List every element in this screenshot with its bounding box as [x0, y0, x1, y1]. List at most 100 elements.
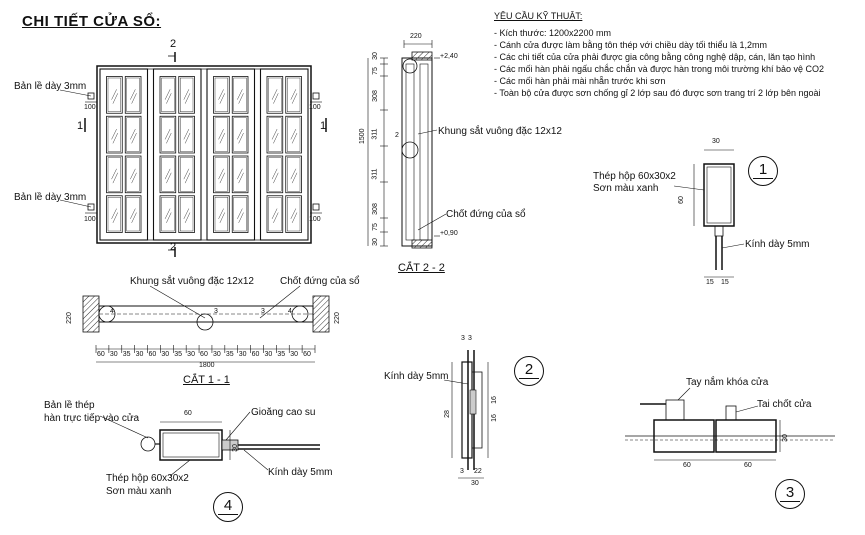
glass-reflection — [290, 208, 297, 219]
glass-pane-inner — [268, 77, 282, 112]
glass-pane — [266, 115, 284, 154]
wall-top — [411, 51, 433, 61]
dim-total-width: 1800 — [199, 362, 215, 369]
dim-label: 15 — [721, 279, 729, 286]
leader-line — [735, 405, 759, 413]
glass-reflection — [237, 128, 243, 140]
dim-label: 30 — [264, 351, 273, 358]
glass-reflection — [290, 89, 297, 100]
latch-plate — [725, 405, 737, 421]
glass-reflection — [112, 172, 118, 184]
glass-pane-inner — [287, 197, 301, 232]
detail-number: 4 — [223, 497, 233, 514]
leader-line — [677, 387, 691, 401]
glass-pane-inner — [287, 157, 301, 192]
detail-badge-3: 3 — [775, 479, 805, 509]
dim-label: 60 — [200, 351, 208, 358]
hinge — [87, 92, 95, 100]
section-mark-top: 2 — [170, 38, 177, 50]
glass-reflection — [238, 212, 244, 223]
label-vertical-bolt: Chốt đứng của sổ — [280, 276, 360, 287]
drawing-title: CHI TIẾT CỬA SỔ: — [22, 13, 162, 30]
glass-reflection — [111, 208, 117, 219]
dim-label: 100 — [84, 104, 96, 111]
callout-number: 4 — [110, 308, 114, 315]
glass-reflection — [131, 132, 137, 144]
leader-line — [225, 411, 251, 441]
dim-label: 30 — [187, 351, 195, 358]
dim-label: 60 — [303, 351, 311, 358]
glass-reflection — [184, 172, 191, 184]
detail-callout-circle — [291, 305, 309, 323]
glass-reflection — [130, 89, 136, 100]
glass-pane — [213, 115, 230, 154]
glass-reflection — [273, 172, 279, 184]
steel-box-section — [703, 163, 735, 227]
requirement-item: - Toàn bộ cửa được sơn chống gỉ 2 lớp sa… — [494, 88, 821, 98]
glass-pane — [159, 115, 177, 154]
window-profile-inner — [419, 63, 429, 241]
label-steel-box: Thép hộp 60x30x2 — [106, 473, 189, 484]
dim-label: 16 — [490, 414, 498, 422]
section-title-1-1: CẮT 1 - 1 — [183, 374, 230, 386]
glass-pane-inner — [126, 157, 140, 192]
glass-pane — [159, 195, 177, 233]
dim-label: 30 — [471, 480, 479, 487]
glass-reflection — [237, 89, 243, 100]
glass-reflection — [164, 168, 171, 180]
glass-pane — [124, 115, 142, 154]
label-square-bar: Khung sắt vuông đặc 12x12 — [130, 276, 254, 287]
detail-callout-circle — [98, 305, 116, 323]
glass-reflection — [112, 212, 118, 223]
window-outer-frame — [96, 65, 312, 244]
dim-label: 60 — [184, 410, 192, 417]
glass-reflection — [219, 132, 225, 144]
glass-pane — [285, 155, 302, 194]
glass-pane — [231, 115, 249, 154]
label-rubber-gasket: Gioăng cao su — [251, 407, 316, 418]
glass-reflection — [184, 132, 191, 144]
label-latch: Tai chốt cửa — [757, 399, 812, 410]
steel-box-inner — [706, 166, 732, 224]
glass-pane — [213, 195, 230, 233]
detail-callout-circle — [402, 58, 418, 74]
glass-reflection — [166, 93, 172, 104]
glass-pane-inner — [107, 77, 121, 112]
glass-reflection — [219, 93, 225, 104]
detail-3 — [625, 387, 835, 461]
hinge-label-bottom: Bản lề dày 3mm — [14, 192, 87, 203]
dim-segment: 308 — [371, 90, 379, 102]
dim-label: 16 — [490, 396, 498, 404]
glass-pane — [231, 195, 249, 233]
dim-segment: 75 — [371, 67, 379, 75]
dim-segment: 311 — [371, 168, 379, 180]
label-paint: Sơn màu xanh — [593, 183, 659, 194]
glass-pane — [213, 155, 230, 194]
dim-label: 35 — [122, 351, 131, 358]
dim-label: 30 — [781, 434, 789, 442]
glass-pane-inner — [214, 157, 228, 192]
glass-reflection — [130, 208, 136, 219]
glass-pane — [178, 155, 195, 194]
detail-number: 1 — [758, 161, 768, 178]
glass-pane-inner — [180, 77, 194, 112]
dim-label: 100 — [84, 216, 96, 223]
dim-label: 22 — [474, 468, 482, 475]
glass-reflection — [111, 128, 117, 140]
glass-pane-inner — [268, 157, 282, 192]
glass-reflection — [271, 89, 278, 100]
wall-left — [82, 295, 100, 333]
glass-reflection — [218, 89, 224, 100]
glass-pane — [231, 155, 249, 194]
window-elevation — [59, 52, 327, 257]
label-door-handle: Tay nắm khóa cửa — [686, 377, 769, 388]
leader-line — [443, 379, 469, 385]
dim-label: 15 — [706, 279, 714, 286]
glass-pane — [159, 76, 177, 114]
door-handle-body — [665, 399, 685, 421]
callout-number: 2 — [395, 132, 399, 139]
glass-reflection — [290, 128, 297, 140]
dim-wall: 220 — [333, 312, 341, 324]
